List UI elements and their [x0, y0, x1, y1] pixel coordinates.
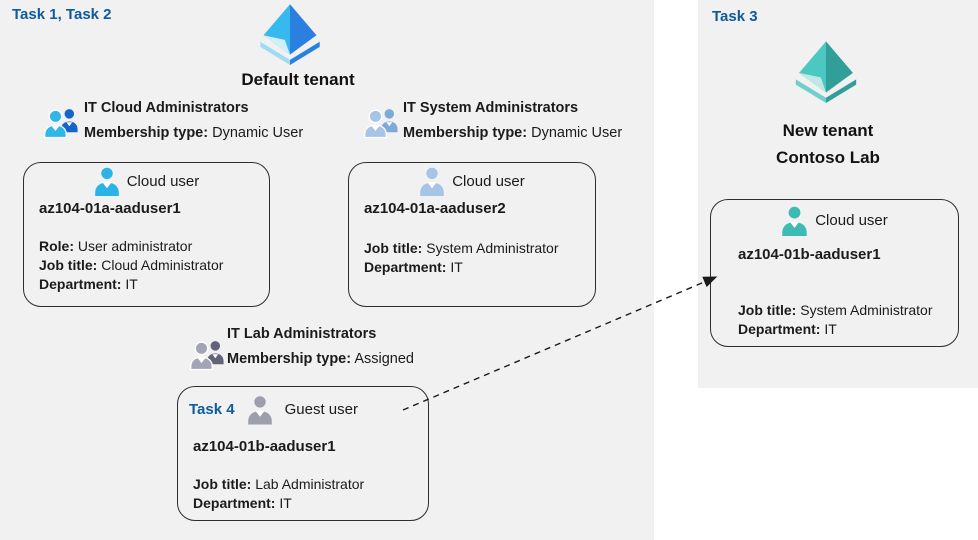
field-value: IT [450, 259, 463, 275]
user-fields: Role: User administrator Job title: Clou… [39, 237, 223, 294]
new-tenant-title-line1: New tenant [782, 121, 874, 140]
username: az104-01b-aaduser1 [738, 246, 881, 263]
field-row: Job title: Cloud Administrator [39, 256, 223, 275]
group-membership: Membership type: Assigned [227, 351, 414, 367]
card-header: Task 4 Guest user [189, 395, 428, 425]
default-tenant-panel [0, 0, 654, 540]
field-row: Department: IT [738, 320, 933, 339]
field-row: Department: IT [364, 258, 559, 277]
user-card-aaduser2: Cloud user az104-01a-aaduser2 Job title:… [348, 162, 596, 307]
membership-type-value: Dynamic User [212, 125, 304, 141]
user-type-label: Cloud user [452, 173, 525, 190]
user-type-label: Guest user [284, 401, 358, 418]
field-value: IT [824, 321, 837, 337]
task-1-2-label: Task 1, Task 2 [12, 6, 112, 23]
cloud-user-icon [782, 206, 807, 236]
field-row: Role: User administrator [39, 237, 223, 256]
field-value: Lab Administrator [255, 476, 365, 492]
field-label: Job title: [364, 240, 423, 256]
azure-tenant-icon [260, 4, 320, 65]
group-membership: Membership type: Dynamic User [84, 125, 303, 141]
field-label: Job title: [738, 302, 797, 318]
user-fields: Job title: System Administrator Departme… [364, 239, 559, 277]
membership-type-label: Membership type: [403, 125, 528, 141]
field-value: System Administrator [426, 240, 559, 256]
field-label: Department: [193, 495, 276, 511]
membership-type-value: Assigned [354, 351, 414, 367]
field-row: Job title: Lab Administrator [193, 475, 364, 494]
cloud-user-icon [420, 167, 445, 196]
card-header: Cloud user [711, 206, 958, 236]
group-name: IT System Administrators [403, 100, 579, 116]
group-icon [364, 109, 398, 139]
field-row: Job title: System Administrator [738, 301, 933, 320]
cloud-user-icon [94, 167, 119, 196]
field-row: Job title: System Administrator [364, 239, 559, 258]
group-icon [190, 341, 224, 371]
field-value: System Administrator [800, 302, 933, 318]
task-4-label: Task 4 [189, 401, 235, 418]
group-name: IT Lab Administrators [227, 326, 377, 342]
task-3-label: Task 3 [712, 8, 758, 25]
field-value: IT [125, 276, 138, 292]
field-value: User administrator [77, 238, 193, 254]
user-card-aaduser1: Cloud user az104-01a-aaduser1 Role: User… [23, 162, 270, 307]
card-header: Cloud user [24, 167, 269, 196]
new-tenant-user-card: Cloud user az104-01b-aaduser1 Job title:… [710, 199, 959, 347]
user-type-label: Cloud user [815, 212, 888, 229]
group-membership: Membership type: Dynamic User [403, 125, 622, 141]
guest-user-card: Task 4 Guest user az104-01b-aaduser1 Job… [177, 386, 429, 521]
membership-type-label: Membership type: [84, 125, 209, 141]
user-fields: Job title: Lab Administrator Department:… [193, 475, 364, 513]
field-label: Department: [738, 321, 821, 337]
field-label: Department: [364, 259, 447, 275]
group-name: IT Cloud Administrators [84, 100, 249, 116]
membership-type-value: Dynamic User [531, 125, 623, 141]
guest-user-icon [247, 396, 272, 425]
default-tenant-title: Default tenant [241, 70, 355, 89]
field-label: Department: [39, 276, 122, 292]
group-icon [44, 109, 78, 139]
field-value: Cloud Administrator [101, 257, 224, 273]
new-tenant-title-line2: Contoso Lab [776, 148, 880, 167]
field-row: Department: IT [39, 275, 223, 294]
username: az104-01a-aaduser1 [39, 200, 181, 217]
field-label: Job title: [193, 476, 252, 492]
field-value: IT [279, 495, 292, 511]
membership-type-label: Membership type: [227, 351, 352, 367]
user-type-label: Cloud user [126, 173, 200, 190]
username: az104-01b-aaduser1 [193, 438, 336, 455]
user-fields: Job title: System Administrator Departme… [738, 301, 933, 339]
card-header: Cloud user [349, 167, 595, 196]
field-label: Role: [39, 238, 74, 254]
username: az104-01a-aaduser2 [364, 200, 506, 217]
teal-tenant-icon [795, 41, 857, 103]
field-row: Department: IT [193, 494, 364, 513]
field-label: Job title: [39, 257, 98, 273]
